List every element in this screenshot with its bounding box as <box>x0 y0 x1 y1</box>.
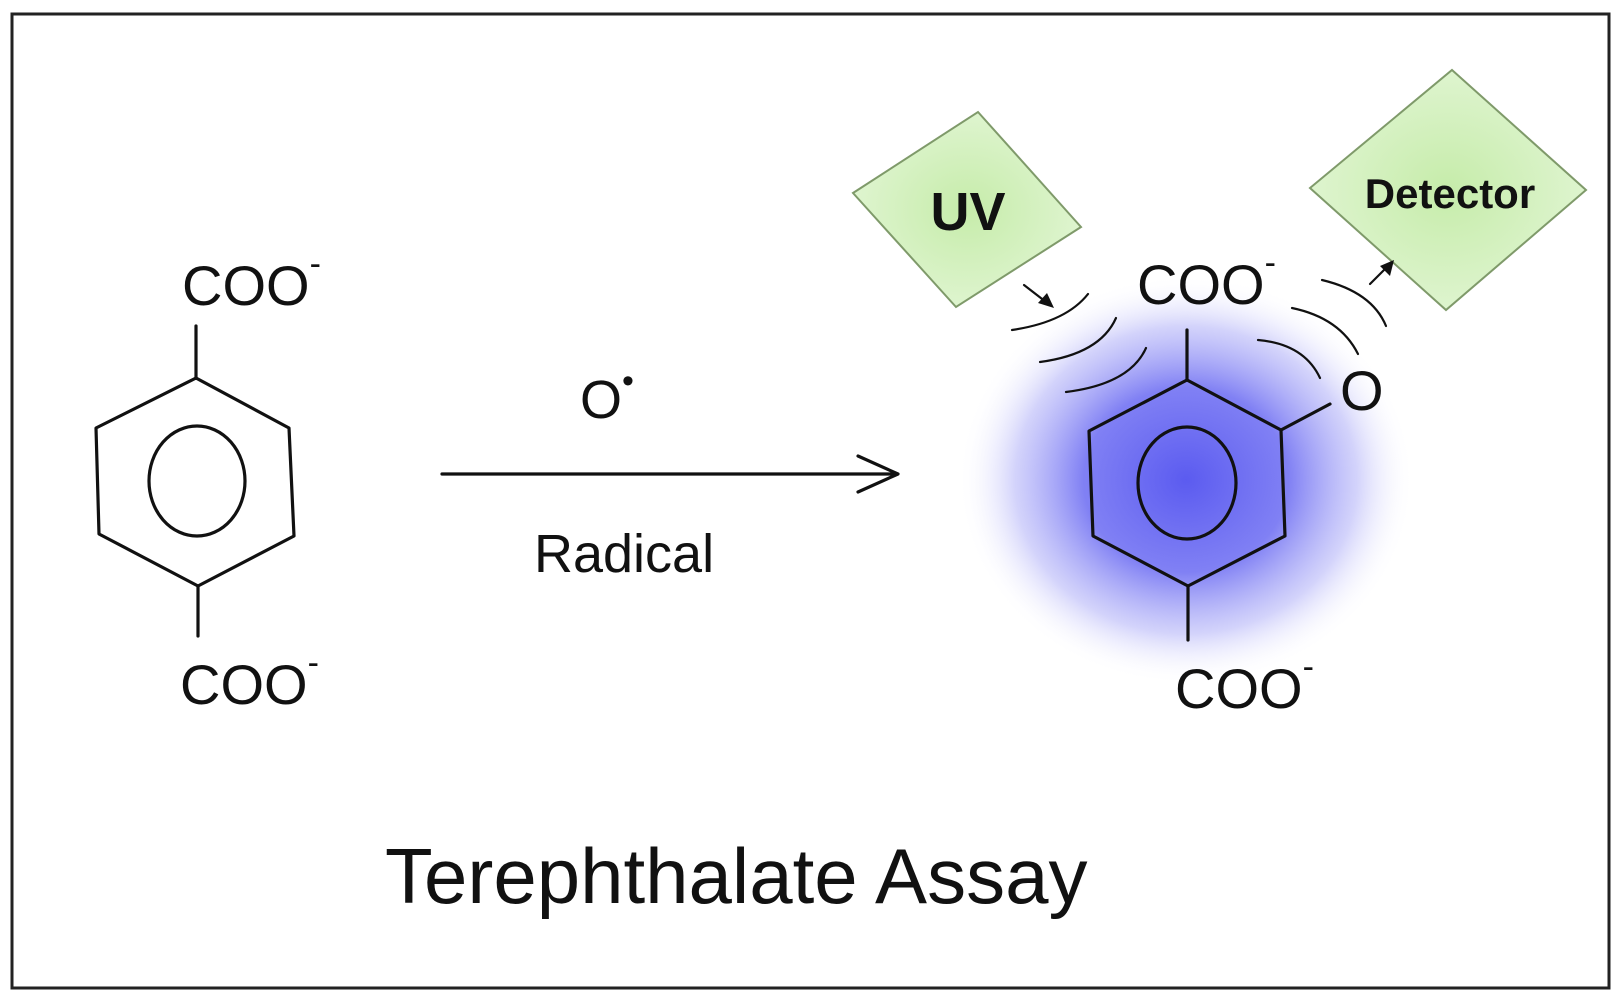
product-top-carboxylate: COO- <box>1137 244 1276 316</box>
product-aromatic-circle <box>1136 425 1238 541</box>
uv-source: UV <box>851 110 1083 309</box>
reagent-radical-dot: • <box>622 362 634 400</box>
emission-wave-2 <box>1290 306 1360 356</box>
reactant-bottom-carboxylate: COO- <box>180 644 319 716</box>
reactant-bottom-charge: - <box>308 644 319 682</box>
uv-label: UV <box>930 182 1005 242</box>
emission-wave-1 <box>1256 338 1322 380</box>
detector-box-shape <box>1308 68 1588 312</box>
reactant-aromatic-circle <box>147 424 247 538</box>
uv-wave-2 <box>1038 316 1118 364</box>
reactant-top-carboxylate: COO- <box>182 245 321 317</box>
emission-wave-3 <box>1320 278 1388 328</box>
reactant-bottom-group: COO <box>180 653 308 716</box>
product-top-charge: - <box>1265 244 1276 282</box>
product-bottom-charge: - <box>1303 648 1314 686</box>
product-bottom-carboxylate: COO- <box>1175 648 1314 720</box>
reactant-top-group: COO <box>182 254 310 317</box>
detector-arrow-shaft <box>1368 266 1388 286</box>
fluorescence-emission-waves <box>1256 278 1388 380</box>
uv-arrow-head <box>1038 293 1054 308</box>
product-substituent-oxygen: O <box>1340 359 1384 422</box>
product-molecule: COO- COO- O <box>958 244 1414 720</box>
diagram-title: Terephthalate Assay <box>385 832 1087 920</box>
detector-arrow-head <box>1380 260 1394 276</box>
product-bottom-group: COO <box>1175 657 1303 720</box>
uv-wave-1 <box>1010 292 1090 332</box>
reagent-formula: O• <box>580 362 634 430</box>
product-oxygen-bond <box>1279 402 1332 432</box>
reaction-arrow-group: O• Radical <box>440 362 900 584</box>
reactant-top-charge: - <box>310 245 321 283</box>
reactant-molecule: COO- COO- <box>94 245 321 716</box>
uv-wave-3 <box>1064 346 1148 394</box>
detector-label: Detector <box>1365 170 1535 217</box>
uv-excitation-waves <box>1010 292 1148 394</box>
uv-box-shape <box>851 110 1083 309</box>
reagent-label: Radical <box>534 524 714 584</box>
product-top-group: COO <box>1137 253 1265 316</box>
reagent-symbol: O <box>580 370 622 430</box>
detector: Detector <box>1308 68 1588 312</box>
reaction-arrow-head <box>856 454 900 494</box>
fluorescence-glow <box>958 275 1414 685</box>
